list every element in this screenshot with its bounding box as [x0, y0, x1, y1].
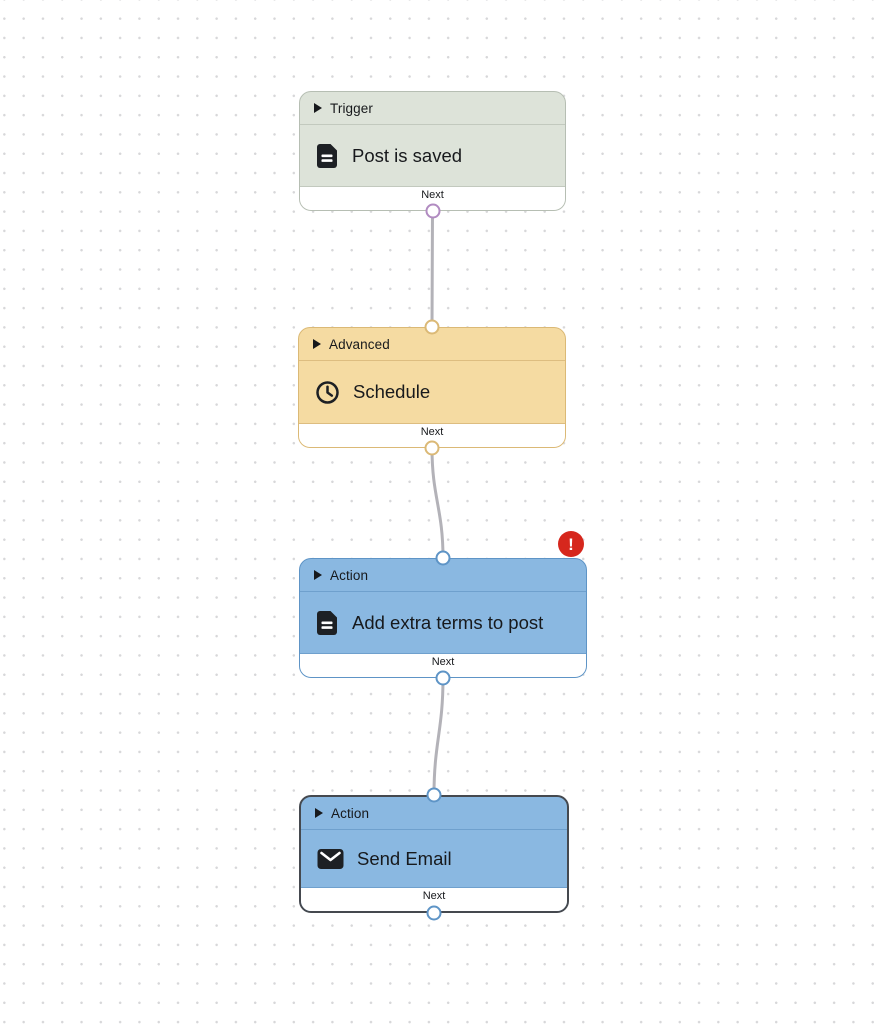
node-trigger-post-is-saved[interactable]: Trigger Post is saved Next [299, 91, 566, 211]
connector[interactable] [430, 446, 445, 560]
clock-icon [315, 380, 340, 405]
collapse-toggle-icon[interactable] [314, 103, 322, 113]
node-header: Action [301, 797, 567, 830]
node-category-label: Trigger [330, 100, 373, 116]
output-port[interactable] [426, 905, 442, 921]
node-action-send-email[interactable]: Action Send Email Next [299, 795, 569, 913]
output-port[interactable] [425, 203, 440, 219]
input-port[interactable] [435, 550, 451, 566]
input-port[interactable] [426, 787, 442, 803]
node-category-label: Action [330, 567, 369, 583]
output-port[interactable] [424, 440, 440, 456]
node-advanced-schedule[interactable]: Advanced Schedule Next [298, 327, 566, 448]
next-port-label: Next [420, 426, 444, 438]
connector[interactable] [432, 676, 445, 797]
email-icon [317, 848, 344, 870]
node-title: Add extra terms to post [352, 611, 544, 633]
node-body: Post is saved [300, 125, 565, 186]
node-header: Trigger [300, 92, 565, 125]
collapse-toggle-icon[interactable] [315, 808, 323, 818]
node-category-label: Action [331, 805, 370, 821]
node-title: Send Email [357, 847, 452, 869]
node-footer: Next [300, 186, 565, 210]
next-port-label: Next [421, 189, 444, 201]
node-body: Add extra terms to post [300, 592, 586, 653]
node-category-label: Advanced [329, 336, 390, 352]
next-port-label: Next [431, 656, 455, 668]
node-header: Action [300, 559, 586, 592]
next-port-label: Next [422, 890, 446, 902]
node-title: Schedule [353, 381, 431, 402]
collapse-toggle-icon[interactable] [313, 339, 321, 349]
node-action-add-extra-terms[interactable]: Action Add extra terms to post Next [299, 558, 587, 678]
input-port[interactable] [424, 319, 440, 335]
node-title: Post is saved [352, 144, 463, 166]
output-port[interactable] [435, 670, 451, 686]
node-body: Send Email [301, 830, 567, 887]
node-header: Advanced [299, 328, 565, 361]
node-body: Schedule [299, 361, 565, 423]
connector[interactable] [430, 209, 434, 329]
document-icon [316, 610, 339, 636]
document-icon [316, 143, 339, 169]
collapse-toggle-icon[interactable] [314, 570, 322, 580]
error-badge[interactable]: ! [558, 531, 584, 557]
